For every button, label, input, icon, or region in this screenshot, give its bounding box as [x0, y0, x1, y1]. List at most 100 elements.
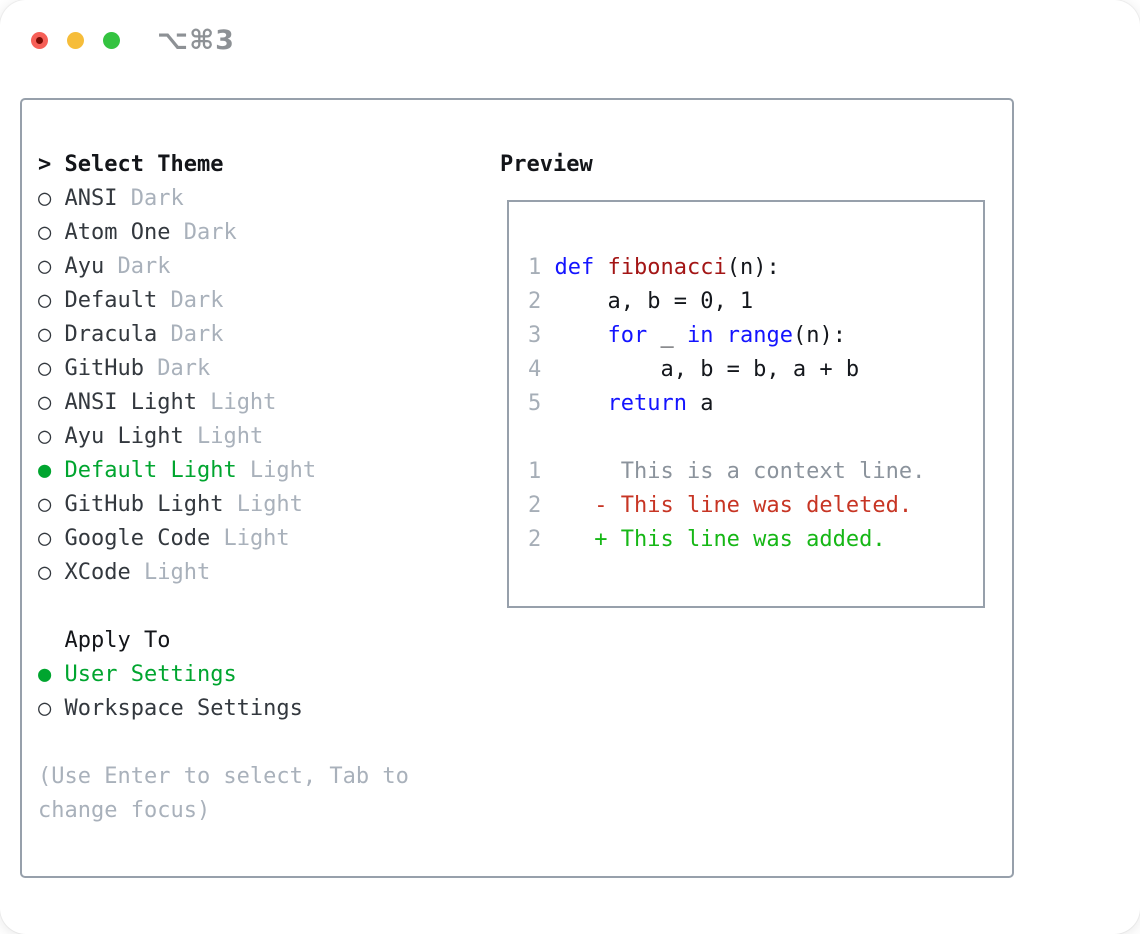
theme-variant-tag: Dark — [117, 186, 184, 211]
left-column: > Select Theme○ ANSI Dark○ Atom One Dark… — [38, 148, 409, 828]
code-token-plain — [541, 527, 594, 552]
apply-option-label: User Settings — [64, 662, 237, 687]
code-token-ctx: This is a context line. — [541, 459, 926, 484]
theme-option-ansi[interactable]: ○ ANSI Dark — [38, 182, 409, 216]
code-line: 2 + This line was added. — [528, 523, 925, 557]
code-token-kw: range — [726, 323, 793, 348]
apply-option-user-settings[interactable]: ● User Settings — [38, 658, 409, 692]
theme-option-default-light[interactable]: ● Default Light Light — [38, 454, 409, 488]
theme-option-atom-one[interactable]: ○ Atom One Dark — [38, 216, 409, 250]
code-line: 1 def fibonacci(n): — [528, 251, 925, 285]
code-line: 1 This is a context line. — [528, 455, 925, 489]
code-token-num: 3 — [528, 323, 555, 348]
code-token-num: 2 — [528, 527, 542, 552]
theme-variant-tag: Dark — [170, 220, 237, 245]
theme-name: Default — [64, 288, 158, 313]
spacer-row — [38, 726, 409, 760]
code-token-num: 4 — [528, 357, 555, 382]
code-token-plain — [541, 493, 594, 518]
help-text: change focus) — [38, 798, 211, 823]
code-token-plain: _ — [647, 323, 687, 348]
spacer-row — [38, 590, 409, 624]
theme-option-github[interactable]: ○ GitHub Dark — [38, 352, 409, 386]
radio-icon: ○ — [38, 220, 65, 245]
theme-name: GitHub — [64, 356, 144, 381]
apply-option-workspace-settings[interactable]: ○ Workspace Settings — [38, 692, 409, 726]
theme-name: XCode — [64, 560, 131, 585]
minimize-button[interactable] — [67, 31, 84, 49]
code-token-plain: (n): — [792, 323, 846, 348]
theme-option-default[interactable]: ○ Default Dark — [38, 284, 409, 318]
code-line: 2 - This line was deleted. — [528, 489, 925, 523]
theme-name: Default Light — [64, 458, 237, 483]
code-token-fn: fibonacci — [607, 255, 727, 280]
focus-caret-icon: > — [38, 152, 65, 177]
theme-option-ansi-light[interactable]: ○ ANSI Light Light — [38, 386, 409, 420]
code-token-num: 1 — [528, 255, 555, 280]
code-token-kw: return — [607, 391, 687, 416]
theme-option-google-code[interactable]: ○ Google Code Light — [38, 522, 409, 556]
code-token-plain — [713, 323, 726, 348]
theme-variant-tag: Dark — [143, 356, 211, 381]
close-button[interactable] — [31, 31, 48, 49]
code-line — [528, 421, 925, 455]
theme-name: Atom One — [64, 220, 171, 245]
theme-variant-tag: Dark — [157, 288, 224, 313]
radio-icon: ○ — [38, 424, 65, 449]
theme-option-ayu-light[interactable]: ○ Ayu Light Light — [38, 420, 409, 454]
code-token-plain: a, b = b, a + b — [554, 357, 860, 382]
theme-option-ayu[interactable]: ○ Ayu Dark — [38, 250, 409, 284]
radio-icon: ○ — [38, 526, 65, 551]
theme-variant-tag: Light — [210, 526, 290, 551]
theme-option-dracula[interactable]: ○ Dracula Dark — [38, 318, 409, 352]
theme-variant-tag: Light — [130, 560, 211, 585]
theme-variant-tag: Light — [236, 458, 317, 483]
code-token-plain — [594, 255, 607, 280]
code-token-plain — [555, 391, 608, 416]
theme-name: ANSI Light — [64, 390, 197, 415]
code-line: 4 a, b = b, a + b — [528, 353, 925, 387]
radio-icon: ○ — [38, 322, 65, 347]
help-text: (Use Enter to select, Tab to — [38, 764, 409, 789]
theme-option-github-light[interactable]: ○ GitHub Light Light — [38, 488, 409, 522]
theme-list-title: Select Theme — [64, 152, 224, 177]
radio-icon: ○ — [38, 356, 65, 381]
theme-variant-tag: Dark — [157, 322, 224, 347]
code-token-kw: for — [607, 323, 648, 348]
code-token-plain: a, b = 0, 1 — [554, 289, 754, 314]
radio-icon: ○ — [38, 492, 65, 517]
theme-name: Dracula — [64, 322, 158, 347]
zoom-button[interactable] — [103, 31, 120, 49]
code-token-kw: in — [686, 323, 714, 348]
code-token-kw: def — [554, 255, 595, 280]
apply-option-label: Workspace Settings — [64, 696, 303, 721]
preview-heading: Preview — [500, 152, 593, 177]
theme-picker-panel: > Select Theme○ ANSI Dark○ Atom One Dark… — [20, 98, 1014, 878]
theme-option-xcode[interactable]: ○ XCode Light — [38, 556, 409, 590]
code-token-num: 1 — [528, 459, 542, 484]
theme-variant-tag: Light — [196, 390, 277, 415]
apply-to-title: Apply To — [64, 628, 171, 653]
code-token-plain — [555, 323, 608, 348]
code-token-add: + This line was added. — [594, 527, 886, 552]
theme-list-header: > Select Theme — [38, 148, 409, 182]
apply-to-header: Apply To — [38, 624, 409, 658]
radio-icon: ○ — [38, 288, 65, 313]
code-token-del: - This line was deleted. — [594, 493, 913, 518]
code-line: 3 for _ in range(n): — [528, 319, 925, 353]
theme-variant-tag: Light — [183, 424, 264, 449]
theme-name: ANSI — [64, 186, 118, 211]
radio-icon: ○ — [38, 390, 65, 415]
theme-variant-tag: Dark — [104, 254, 171, 279]
radio-icon: ○ — [38, 254, 65, 279]
radio-icon: ○ — [38, 186, 65, 211]
radio-icon: ○ — [38, 696, 65, 721]
code-token-plain: a — [686, 391, 714, 416]
code-token-num: 5 — [528, 391, 555, 416]
code-token-plain: (n): — [726, 255, 780, 280]
radio-icon: ○ — [38, 560, 65, 585]
titlebar: ⌥⌘3 — [31, 25, 235, 56]
header-indent — [38, 628, 65, 653]
